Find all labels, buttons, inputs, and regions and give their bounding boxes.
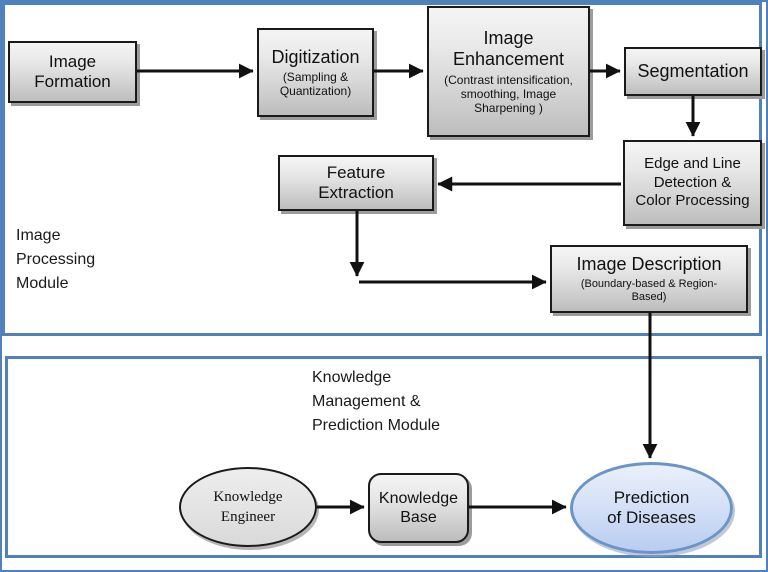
image-description-title: Image Description	[576, 254, 722, 275]
node-edge-line-detection: Edge and Line Detection & Color Processi…	[623, 140, 762, 226]
digitization-title: Digitization	[271, 46, 360, 67]
segmentation-title: Segmentation	[637, 60, 749, 81]
feature-extraction-title: Feature Extraction	[318, 162, 394, 202]
knowledge-management-module-label: Knowledge Management & Prediction Module	[312, 369, 441, 434]
image-description-subtitle: (Boundary-based & Region- Based)	[580, 277, 718, 303]
edge-line-detection-title: Edge and Line Detection & Color Processi…	[635, 154, 750, 210]
node-feature-extraction: Feature Extraction	[278, 155, 434, 211]
node-digitization: Digitization (Sampling & Quantization)	[257, 28, 374, 117]
image-formation-title: Image Formation	[34, 51, 111, 91]
node-knowledge-base: Knowledge Base	[368, 473, 469, 543]
section-knowledge-management-module	[5, 356, 762, 558]
node-image-description: Image Description (Boundary-based & Regi…	[550, 245, 748, 313]
image-enhancement-subtitle: (Contrast intensification, smoothing, Im…	[444, 72, 573, 116]
node-knowledge-engineer: Knowledge Engineer	[179, 467, 317, 547]
node-segmentation: Segmentation	[624, 47, 762, 96]
image-processing-module-label: Image Processing Module	[16, 227, 96, 292]
digitization-subtitle: (Sampling & Quantization)	[279, 70, 352, 99]
node-image-formation: Image Formation	[8, 41, 137, 103]
knowledge-base-title: Knowledge Base	[378, 489, 459, 526]
node-image-enhancement: Image Enhancement (Contrast intensificat…	[427, 6, 590, 137]
prediction-of-diseases-title: Prediction of Diseases	[607, 487, 696, 527]
node-prediction-of-diseases: Prediction of Diseases	[570, 462, 733, 554]
image-enhancement-title: Image Enhancement	[452, 27, 565, 70]
knowledge-engineer-title: Knowledge Engineer	[213, 488, 283, 525]
